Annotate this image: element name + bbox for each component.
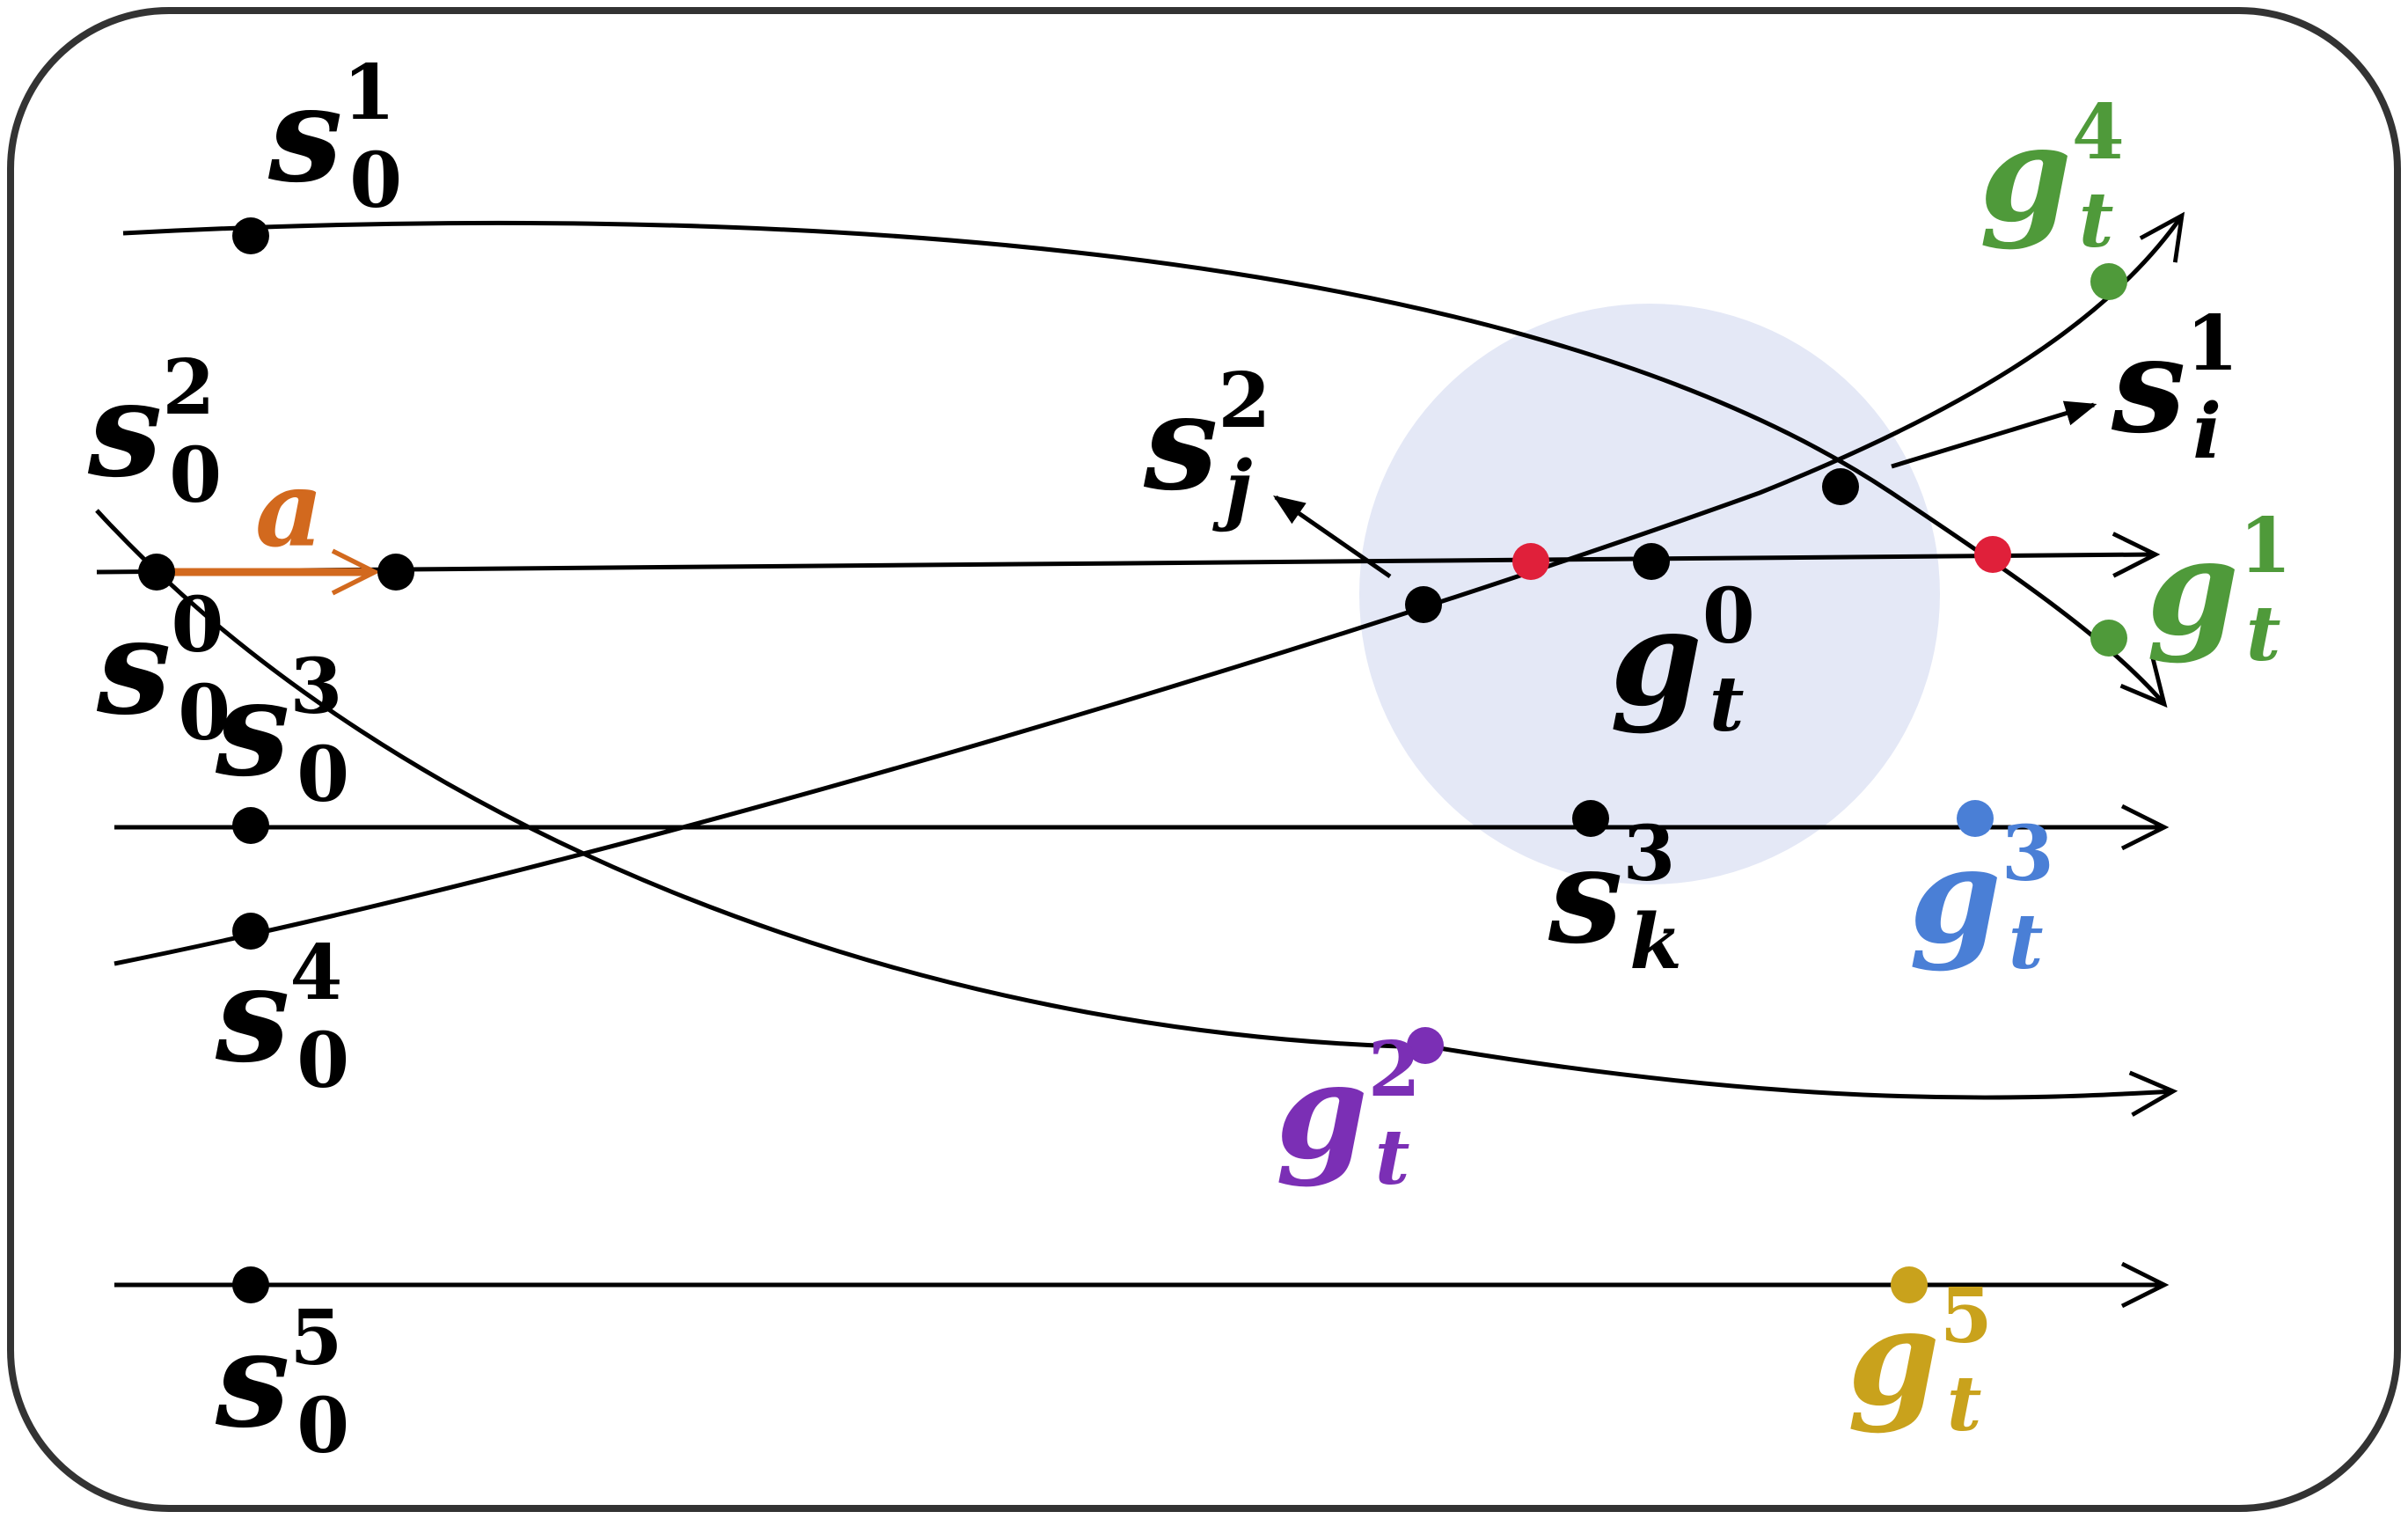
intersection-point-1 <box>1512 543 1549 580</box>
goal-point-gt4 <box>2090 263 2127 300</box>
state-point-s01 <box>232 217 269 254</box>
state-point-next <box>377 554 414 591</box>
state-point-gt0 <box>1633 543 1670 580</box>
trajectory-4 <box>113 211 2185 966</box>
trajectory-2 <box>95 509 2178 1117</box>
state-point-s05 <box>232 1266 269 1303</box>
state-point-s03 <box>232 807 269 844</box>
goal-point-gt1 <box>2090 620 2127 657</box>
intersection-point-2 <box>1974 536 2011 573</box>
goal-point-gt3 <box>1957 800 1994 837</box>
state-point-s00 <box>138 554 175 591</box>
state-point-sj2 <box>1405 586 1442 623</box>
state-point-s04 <box>232 913 269 950</box>
goal-neighborhood <box>1359 304 1940 884</box>
trajectory-1 <box>122 220 2168 708</box>
pointer-si1 <box>1891 400 2097 469</box>
label-action: a <box>255 447 324 571</box>
state-point-si1 <box>1822 468 1859 505</box>
state-point-sk3 <box>1572 800 1609 837</box>
goal-point-gt5 <box>1891 1266 1928 1303</box>
trajectory-0 <box>96 532 2161 578</box>
goal-point-gt2 <box>1407 1027 1444 1064</box>
pointer-sj2 <box>1273 495 1392 579</box>
